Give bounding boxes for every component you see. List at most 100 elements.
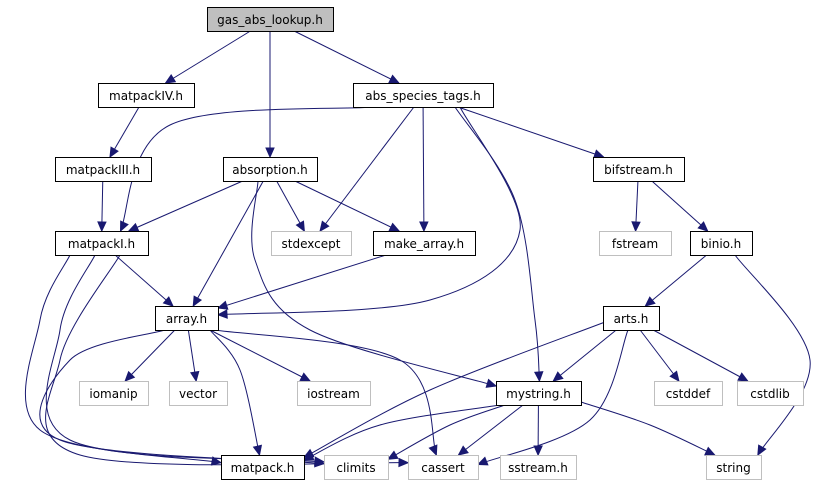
node-iostream: iostream: [297, 381, 371, 406]
node-label: matpack.h: [231, 461, 295, 475]
node-label: iomanip: [89, 387, 137, 401]
edges-layer: [24, 30, 811, 468]
edge-line: [217, 106, 521, 316]
edge-line: [214, 329, 437, 456]
arrowhead: [216, 300, 229, 310]
edge-line: [387, 404, 506, 460]
node-label: make_array.h: [384, 237, 464, 251]
arrowhead: [631, 221, 641, 233]
node-abs_species_tags[interactable]: abs_species_tags.h: [353, 83, 494, 108]
node-box: [98, 83, 195, 108]
node-absorption[interactable]: absorption.h: [223, 157, 318, 182]
arrowhead: [210, 456, 223, 466]
node-matpackIII[interactable]: matpackIII.h: [55, 157, 152, 182]
arrowhead: [314, 458, 326, 468]
arrowhead: [124, 370, 136, 382]
arrowhead: [533, 445, 543, 457]
node-label: iostream: [307, 387, 360, 401]
node-box: [324, 455, 389, 480]
edge-line: [128, 180, 243, 232]
node-label: sstream.h: [508, 461, 568, 475]
edge-line: [209, 329, 260, 456]
node-vector: vector: [169, 381, 228, 406]
node-box: [603, 306, 660, 331]
node-label: cassert: [421, 461, 465, 475]
edge-matpackI-to-array: [114, 254, 174, 307]
edge-line: [552, 329, 617, 382]
edge-abs_species_tags-to-array: [216, 106, 521, 319]
edge-gas_abs_lookup-to-matpackIV: [164, 30, 251, 84]
arrowhead: [216, 309, 228, 319]
node-box: [79, 381, 149, 406]
arrowhead: [162, 296, 174, 307]
node-box: [55, 157, 152, 182]
edge-line: [653, 329, 748, 382]
arrowhead: [737, 372, 749, 382]
node-sstream: sstream.h: [500, 455, 577, 480]
edge-arts-to-cstddef: [639, 329, 680, 382]
edge-array-to-vector: [187, 329, 200, 383]
edge-absorption-to-stdexcept: [276, 180, 305, 233]
node-box: [496, 381, 582, 406]
node-label: stdexcept: [282, 237, 341, 251]
node-matpackI[interactable]: matpackI.h: [55, 231, 149, 256]
node-array[interactable]: array.h: [155, 306, 219, 331]
node-mystring[interactable]: mystring.h: [496, 381, 582, 406]
edge-gas_abs_lookup-to-abs_species_tags: [293, 30, 400, 84]
node-arts[interactable]: arts.h: [603, 306, 660, 331]
edge-absorption-to-array: [192, 180, 264, 308]
arrowhead: [457, 445, 469, 456]
node-box: [297, 381, 371, 406]
edge-line: [639, 329, 680, 382]
edge-make_array-to-array: [216, 254, 387, 310]
node-label: fstream: [612, 237, 658, 251]
node-label: vector: [179, 387, 217, 401]
node-box: [155, 306, 219, 331]
node-label: mystring.h: [506, 387, 571, 401]
node-matpack[interactable]: matpack.h: [221, 455, 305, 480]
edge-line: [165, 30, 251, 84]
node-string: string: [706, 455, 762, 480]
node-label: climits: [336, 461, 375, 475]
node-box: [207, 7, 334, 32]
arrowhead: [476, 456, 489, 466]
node-label: cstdlib: [750, 387, 789, 401]
node-gas_abs_lookup[interactable]: gas_abs_lookup.h: [207, 7, 334, 32]
arrowhead: [644, 296, 656, 307]
edge-line: [109, 106, 140, 158]
edge-line: [45, 254, 409, 466]
arrowhead: [388, 222, 401, 232]
arrowhead: [419, 221, 429, 233]
arrowhead: [119, 220, 129, 233]
node-box: [353, 83, 494, 108]
edge-binio-to-arts: [644, 254, 707, 307]
node-make_array[interactable]: make_array.h: [373, 231, 476, 256]
node-cstdlib: cstdlib: [737, 381, 804, 406]
edge-line: [651, 180, 708, 232]
edge-absorption-to-matpackI: [127, 180, 243, 232]
node-bifstream[interactable]: bifstream.h: [593, 157, 685, 182]
node-box: [706, 455, 762, 480]
edge-abs_species_tags-to-stdexcept: [319, 106, 415, 232]
edge-line: [276, 180, 305, 232]
edge-line: [120, 106, 376, 232]
arrowhead: [533, 371, 544, 383]
arrowhead: [97, 221, 107, 233]
arrowhead: [593, 149, 605, 159]
edge-line: [293, 30, 400, 84]
arrowhead: [127, 222, 140, 232]
node-label: matpackIII.h: [66, 163, 140, 177]
edge-line: [454, 106, 540, 382]
edge-line: [45, 254, 325, 463]
edge-line: [580, 401, 715, 456]
arrowhead: [757, 444, 767, 457]
edge-mystring-to-climits: [386, 404, 506, 460]
edge-line: [294, 180, 400, 232]
node-binio[interactable]: binio.h: [690, 231, 753, 256]
arrowhead: [386, 450, 399, 460]
node-matpackIV[interactable]: matpackIV.h: [98, 83, 195, 108]
edge-line: [645, 254, 707, 307]
edge-line: [114, 254, 174, 307]
edge-abs_species_tags-to-mystring: [454, 106, 544, 383]
